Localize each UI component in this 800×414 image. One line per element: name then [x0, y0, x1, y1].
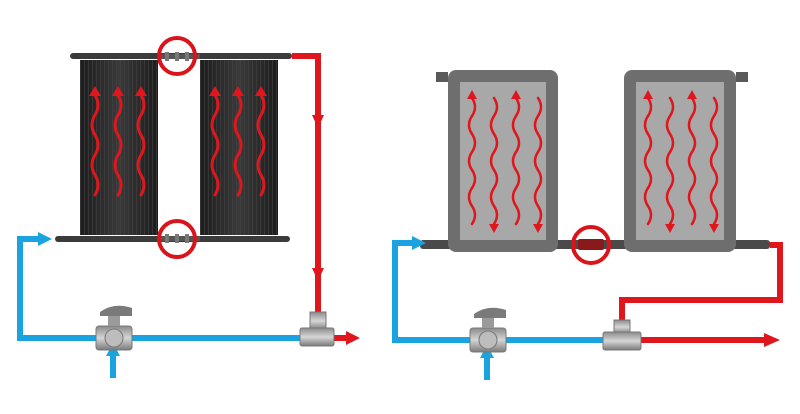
right-collector-panel-2 — [624, 70, 736, 252]
flow-arrow-icon — [412, 236, 426, 250]
three-way-valve-icon — [469, 307, 507, 353]
tee-fitting-icon — [602, 319, 642, 351]
left-collector-panel-1 — [80, 60, 158, 235]
flow-arrow-icon — [346, 331, 360, 345]
left-cold-return-pipe — [17, 236, 300, 341]
left-system — [17, 36, 360, 378]
right-hot-outlet-pipe — [619, 242, 783, 322]
flow-arrow-icon — [312, 268, 324, 281]
flow-arrow-icon — [312, 115, 324, 128]
right-cold-return-pipe — [392, 240, 605, 343]
right-system — [392, 70, 783, 380]
heat-arrow-heads-left — [89, 86, 267, 96]
joint-highlight-bottom-right — [571, 225, 611, 265]
right-top-stub-right — [736, 72, 748, 82]
joint-highlight-bottom-left — [157, 219, 200, 259]
heat-wave-icon — [467, 96, 719, 226]
left-collector-panel-2 — [200, 60, 278, 235]
left-hot-outlet-pipe — [292, 53, 321, 312]
heat-wave-icon — [90, 93, 266, 197]
right-top-stub-left — [436, 72, 448, 82]
flow-arrow-icon — [764, 333, 780, 347]
joint-highlight-top-left — [157, 36, 200, 76]
heat-arrow-heads-right — [467, 90, 719, 233]
tee-fitting-icon — [299, 311, 335, 347]
flow-arrow-icon — [38, 232, 52, 246]
three-way-valve-icon — [95, 305, 133, 351]
